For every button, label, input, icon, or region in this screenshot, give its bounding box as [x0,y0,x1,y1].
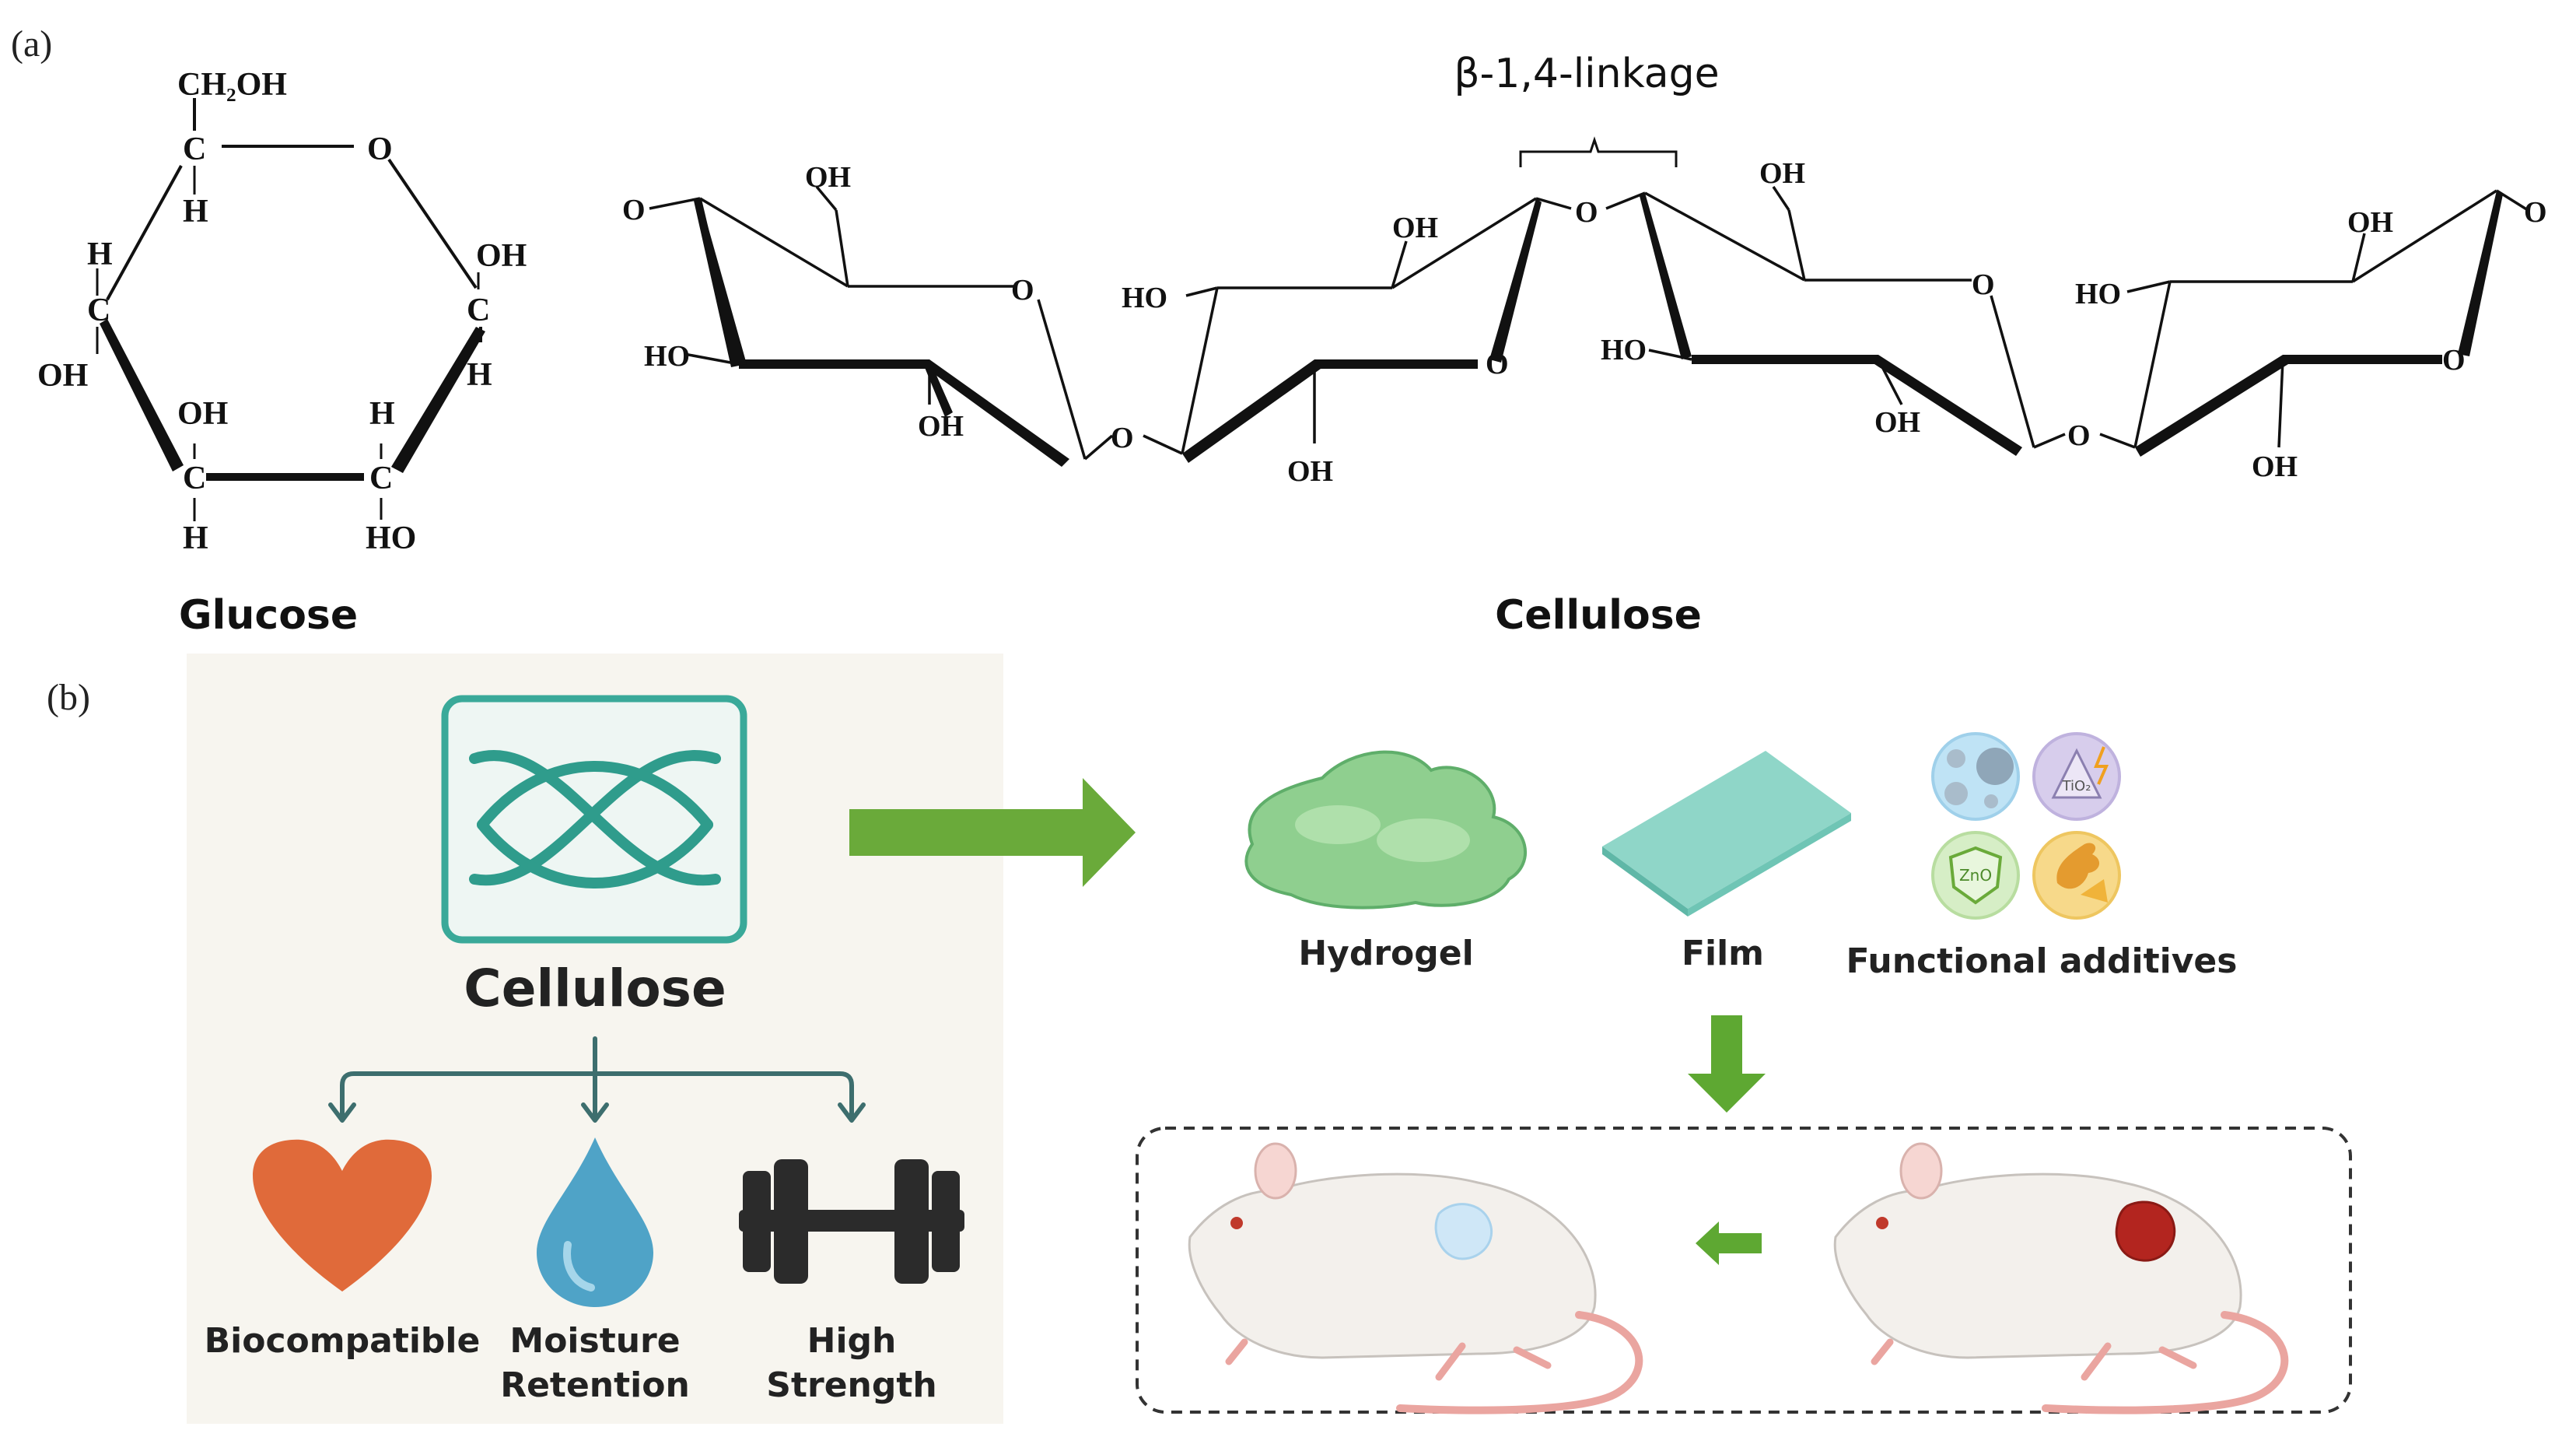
down-arrow [1688,1015,1766,1113]
cell-ho-r4-left: HO [2075,278,2121,310]
property-label-moisture: Moisture [509,1321,680,1361]
cell-ho-r2-left: HO [1122,282,1167,314]
cellulose-linkage-label: β-1,4-linkage [1454,51,1719,97]
cell-o-r2-ring: O [1486,348,1509,380]
cellulose-title: Cellulose [464,959,726,1018]
cell-oh-r3-bottom: OH [1874,406,1920,439]
cellulose-linkage-brace [1519,136,1678,167]
property-branch-arrows [328,1036,866,1123]
cell-ho-r1-left: HO [644,340,690,373]
wound-model-box [1136,1127,2352,1414]
glucose-wedges [100,319,485,473]
glucose-oh-bottom: OH [177,396,228,432]
cellulose-fiber-icon [441,695,747,944]
heart-icon [253,1139,432,1292]
rat-wounded [1833,1142,2289,1414]
film-icon [1602,751,1851,917]
glucose-h1: H [183,194,208,230]
cellulose-atoms: O OH O HO OH O HO OH O OH O OH O HO OH O… [622,157,2547,488]
cellulose-bold-bonds [694,191,2503,467]
glucose-ch2oh: CH₂OH [177,67,287,103]
glucose-c-right: C [467,293,490,328]
glucose-h-left: H [87,237,113,272]
property-labels: Biocompatible Moisture Retention High St… [205,1321,937,1405]
cell-oh-r1-bottom: OH [918,410,964,443]
dumbbell-icon [739,1159,964,1284]
property-label-high: High [807,1321,897,1361]
cell-oh-r4-bottom: OH [2252,450,2298,483]
film-label: Film [1682,934,1764,973]
water-drop-icon [537,1137,653,1307]
hydrogel-icon [1244,750,1528,910]
property-label-retention: Retention [500,1365,690,1405]
property-label-biocompatible: Biocompatible [205,1321,481,1361]
glucose-c1: C [183,131,206,167]
cell-o-link-3: O [2067,419,2091,452]
hydrogel-label: Hydrogel [1298,934,1473,973]
cell-oh-r1-top: OH [805,161,851,194]
healing-arrow [1696,1221,1762,1265]
glucose-ring-o: O [367,131,393,167]
cell-oh-r4-top: OH [2347,206,2393,239]
cell-oh-r3-top: OH [1759,157,1805,190]
additives-label: Functional additives [1846,941,2238,981]
glucose-c-left: C [87,293,110,328]
glucose-h-right: H [467,357,492,393]
additives-icon: TiO₂ ZnO [1931,732,2121,920]
glucose-name: Glucose [179,592,358,639]
glucose-c-bl: C [183,461,206,496]
glucose-c-br: C [369,461,393,496]
cell-ho-r3-left: HO [1601,334,1647,366]
cell-o-link-1: O [1111,422,1134,454]
zno-label: ZnO [1959,866,1992,885]
cell-o-link-2: O [1575,196,1598,229]
processing-arrow [849,778,1136,887]
wound-icon [2115,1200,2176,1262]
cell-o-r3-ring: O [1972,268,1995,301]
cell-o-right-end: O [2524,196,2547,229]
glucose-atoms: CH₂OH C O H H C OH OH C H OH C H H C HO [37,67,527,556]
cell-oh-r2-bottom: OH [1287,455,1333,488]
panel-b-label: (b) [47,677,90,718]
glucose-oh-left: OH [37,358,88,394]
panel-a-label: (a) [11,23,52,65]
tio2-label: TiO₂ [2062,778,2091,794]
glucose-ho-bottom: HO [366,520,416,556]
cell-o-left-end: O [622,194,646,226]
glucose-h-bl: H [183,520,208,556]
glucose-structure [96,98,482,521]
glucose-oh-right: OH [476,238,527,274]
rat-healed [1188,1142,1643,1414]
cell-oh-r2-top: OH [1392,212,1438,244]
cell-o-r4-ring: O [2442,344,2466,377]
healed-patch [1434,1203,1493,1260]
glucose-h-br-top: H [369,396,395,432]
cell-o-r1-ring: O [1011,274,1034,307]
property-label-strength: Strength [766,1365,936,1405]
cellulose-name: Cellulose [1495,592,1702,639]
